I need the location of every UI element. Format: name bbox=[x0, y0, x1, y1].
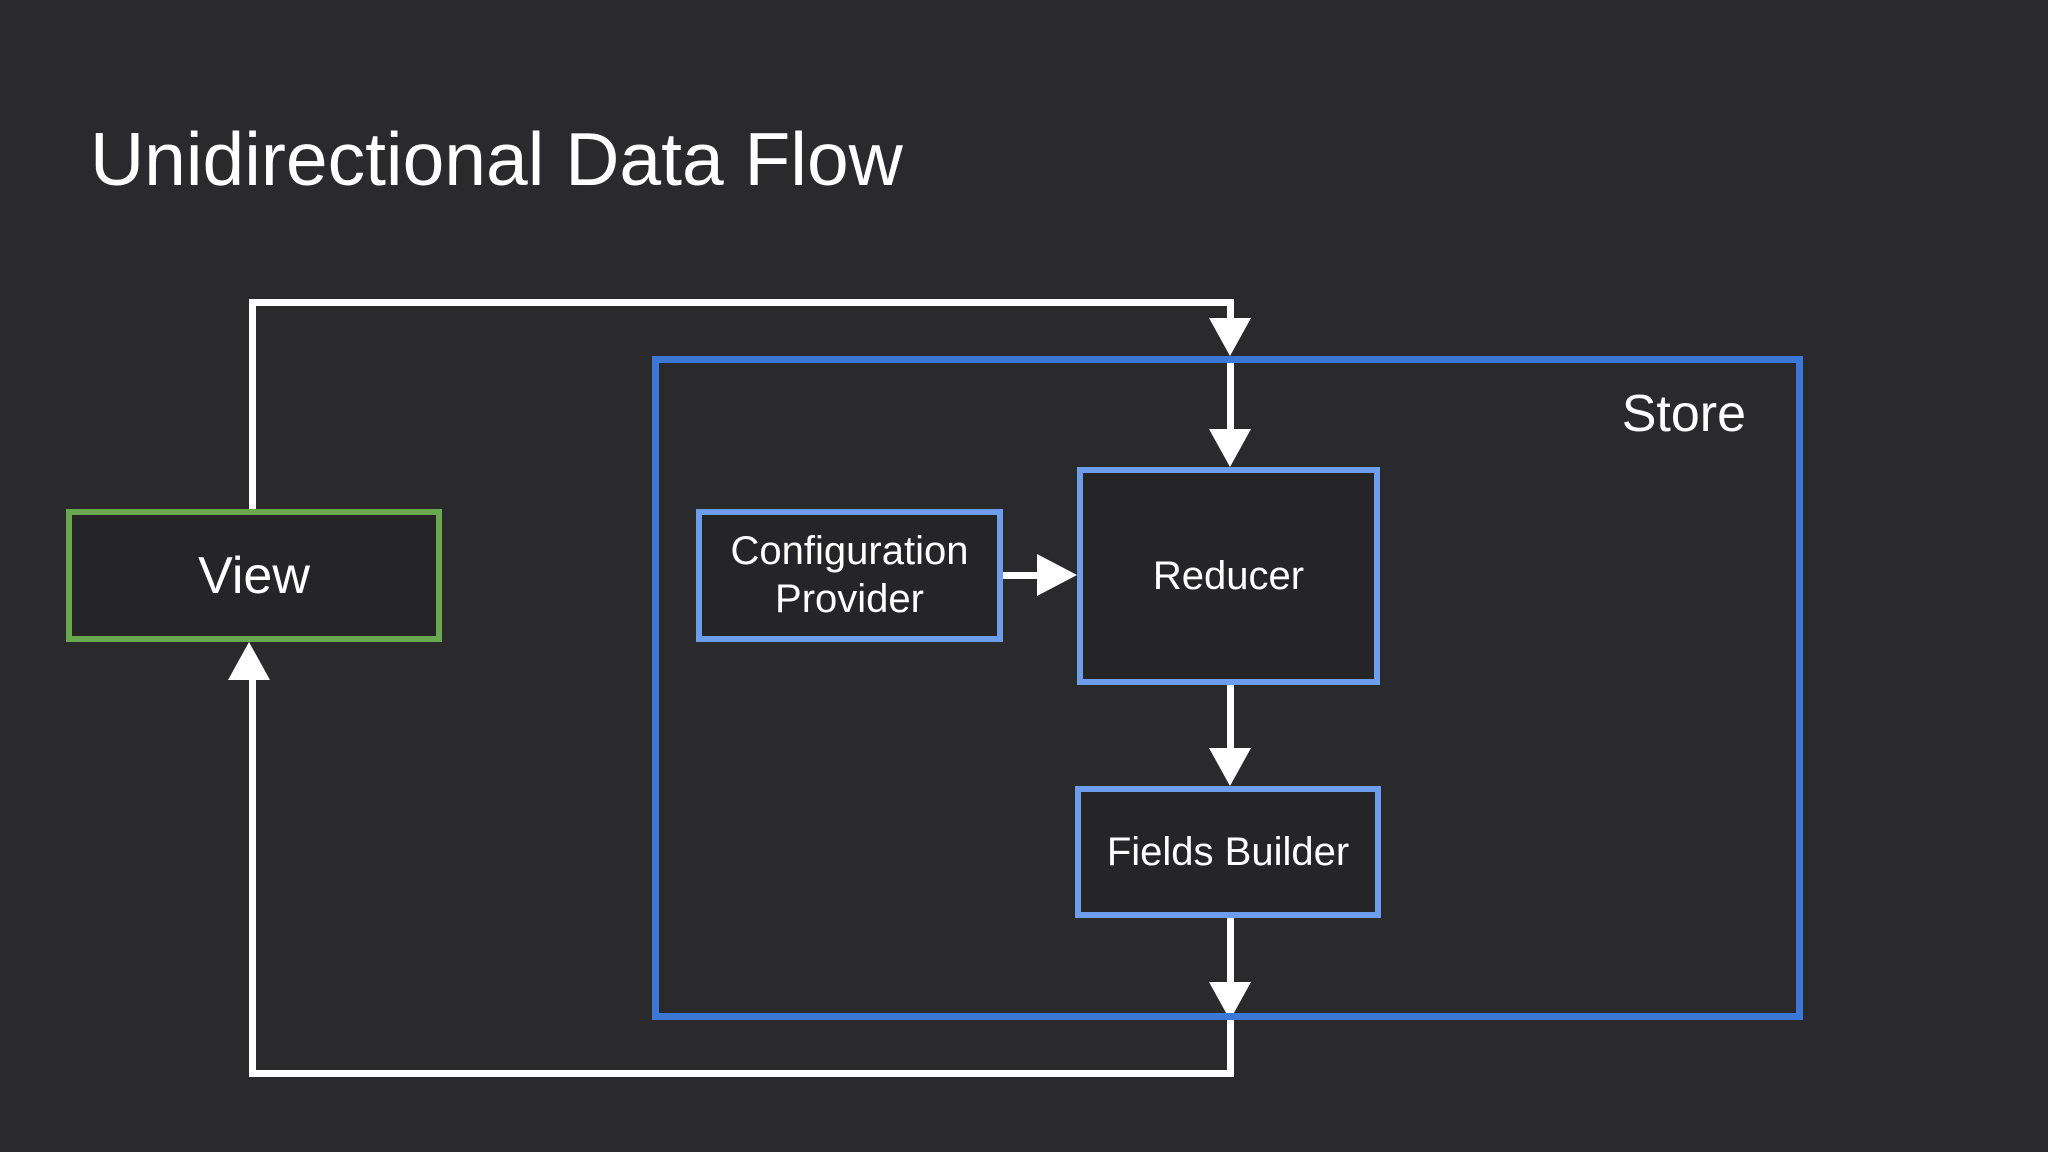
node-reducer: Reducer bbox=[1077, 467, 1380, 685]
configuration-provider-label: Configuration Provider bbox=[730, 529, 969, 621]
arrowhead-view-bottom bbox=[228, 642, 270, 680]
connector-bottom-to-view bbox=[249, 679, 256, 1077]
node-configuration-provider: Configuration Provider bbox=[696, 509, 1003, 642]
connector-config-provider-to-reducer bbox=[1003, 572, 1039, 579]
arrowhead-reducer-top bbox=[1209, 429, 1251, 467]
node-store: Store bbox=[652, 356, 1803, 1020]
arrowhead-fields-builder-top bbox=[1209, 748, 1251, 786]
connector-store-entry-vertical bbox=[1227, 299, 1234, 323]
node-fields-builder: Fields Builder bbox=[1075, 786, 1381, 918]
connector-store-bottom-exit bbox=[1227, 1020, 1234, 1077]
view-label: View bbox=[198, 546, 310, 605]
fields-builder-label: Fields Builder bbox=[1106, 829, 1350, 874]
arrowhead-store-top bbox=[1209, 318, 1251, 356]
store-label: Store bbox=[1621, 385, 1746, 443]
connector-view-top-vertical bbox=[249, 299, 256, 509]
page-title: Unidirectional Data Flow bbox=[90, 117, 903, 201]
connector-store-to-reducer bbox=[1227, 363, 1234, 433]
arrowhead-reducer-left bbox=[1037, 554, 1077, 596]
connector-top-rail bbox=[249, 299, 1234, 306]
connector-bottom-rail bbox=[249, 1070, 1234, 1077]
connector-fields-builder-to-store-bottom bbox=[1227, 918, 1234, 984]
reducer-label: Reducer bbox=[1152, 553, 1305, 598]
connector-reducer-to-fields-builder bbox=[1227, 685, 1234, 751]
node-view: View bbox=[66, 509, 442, 642]
